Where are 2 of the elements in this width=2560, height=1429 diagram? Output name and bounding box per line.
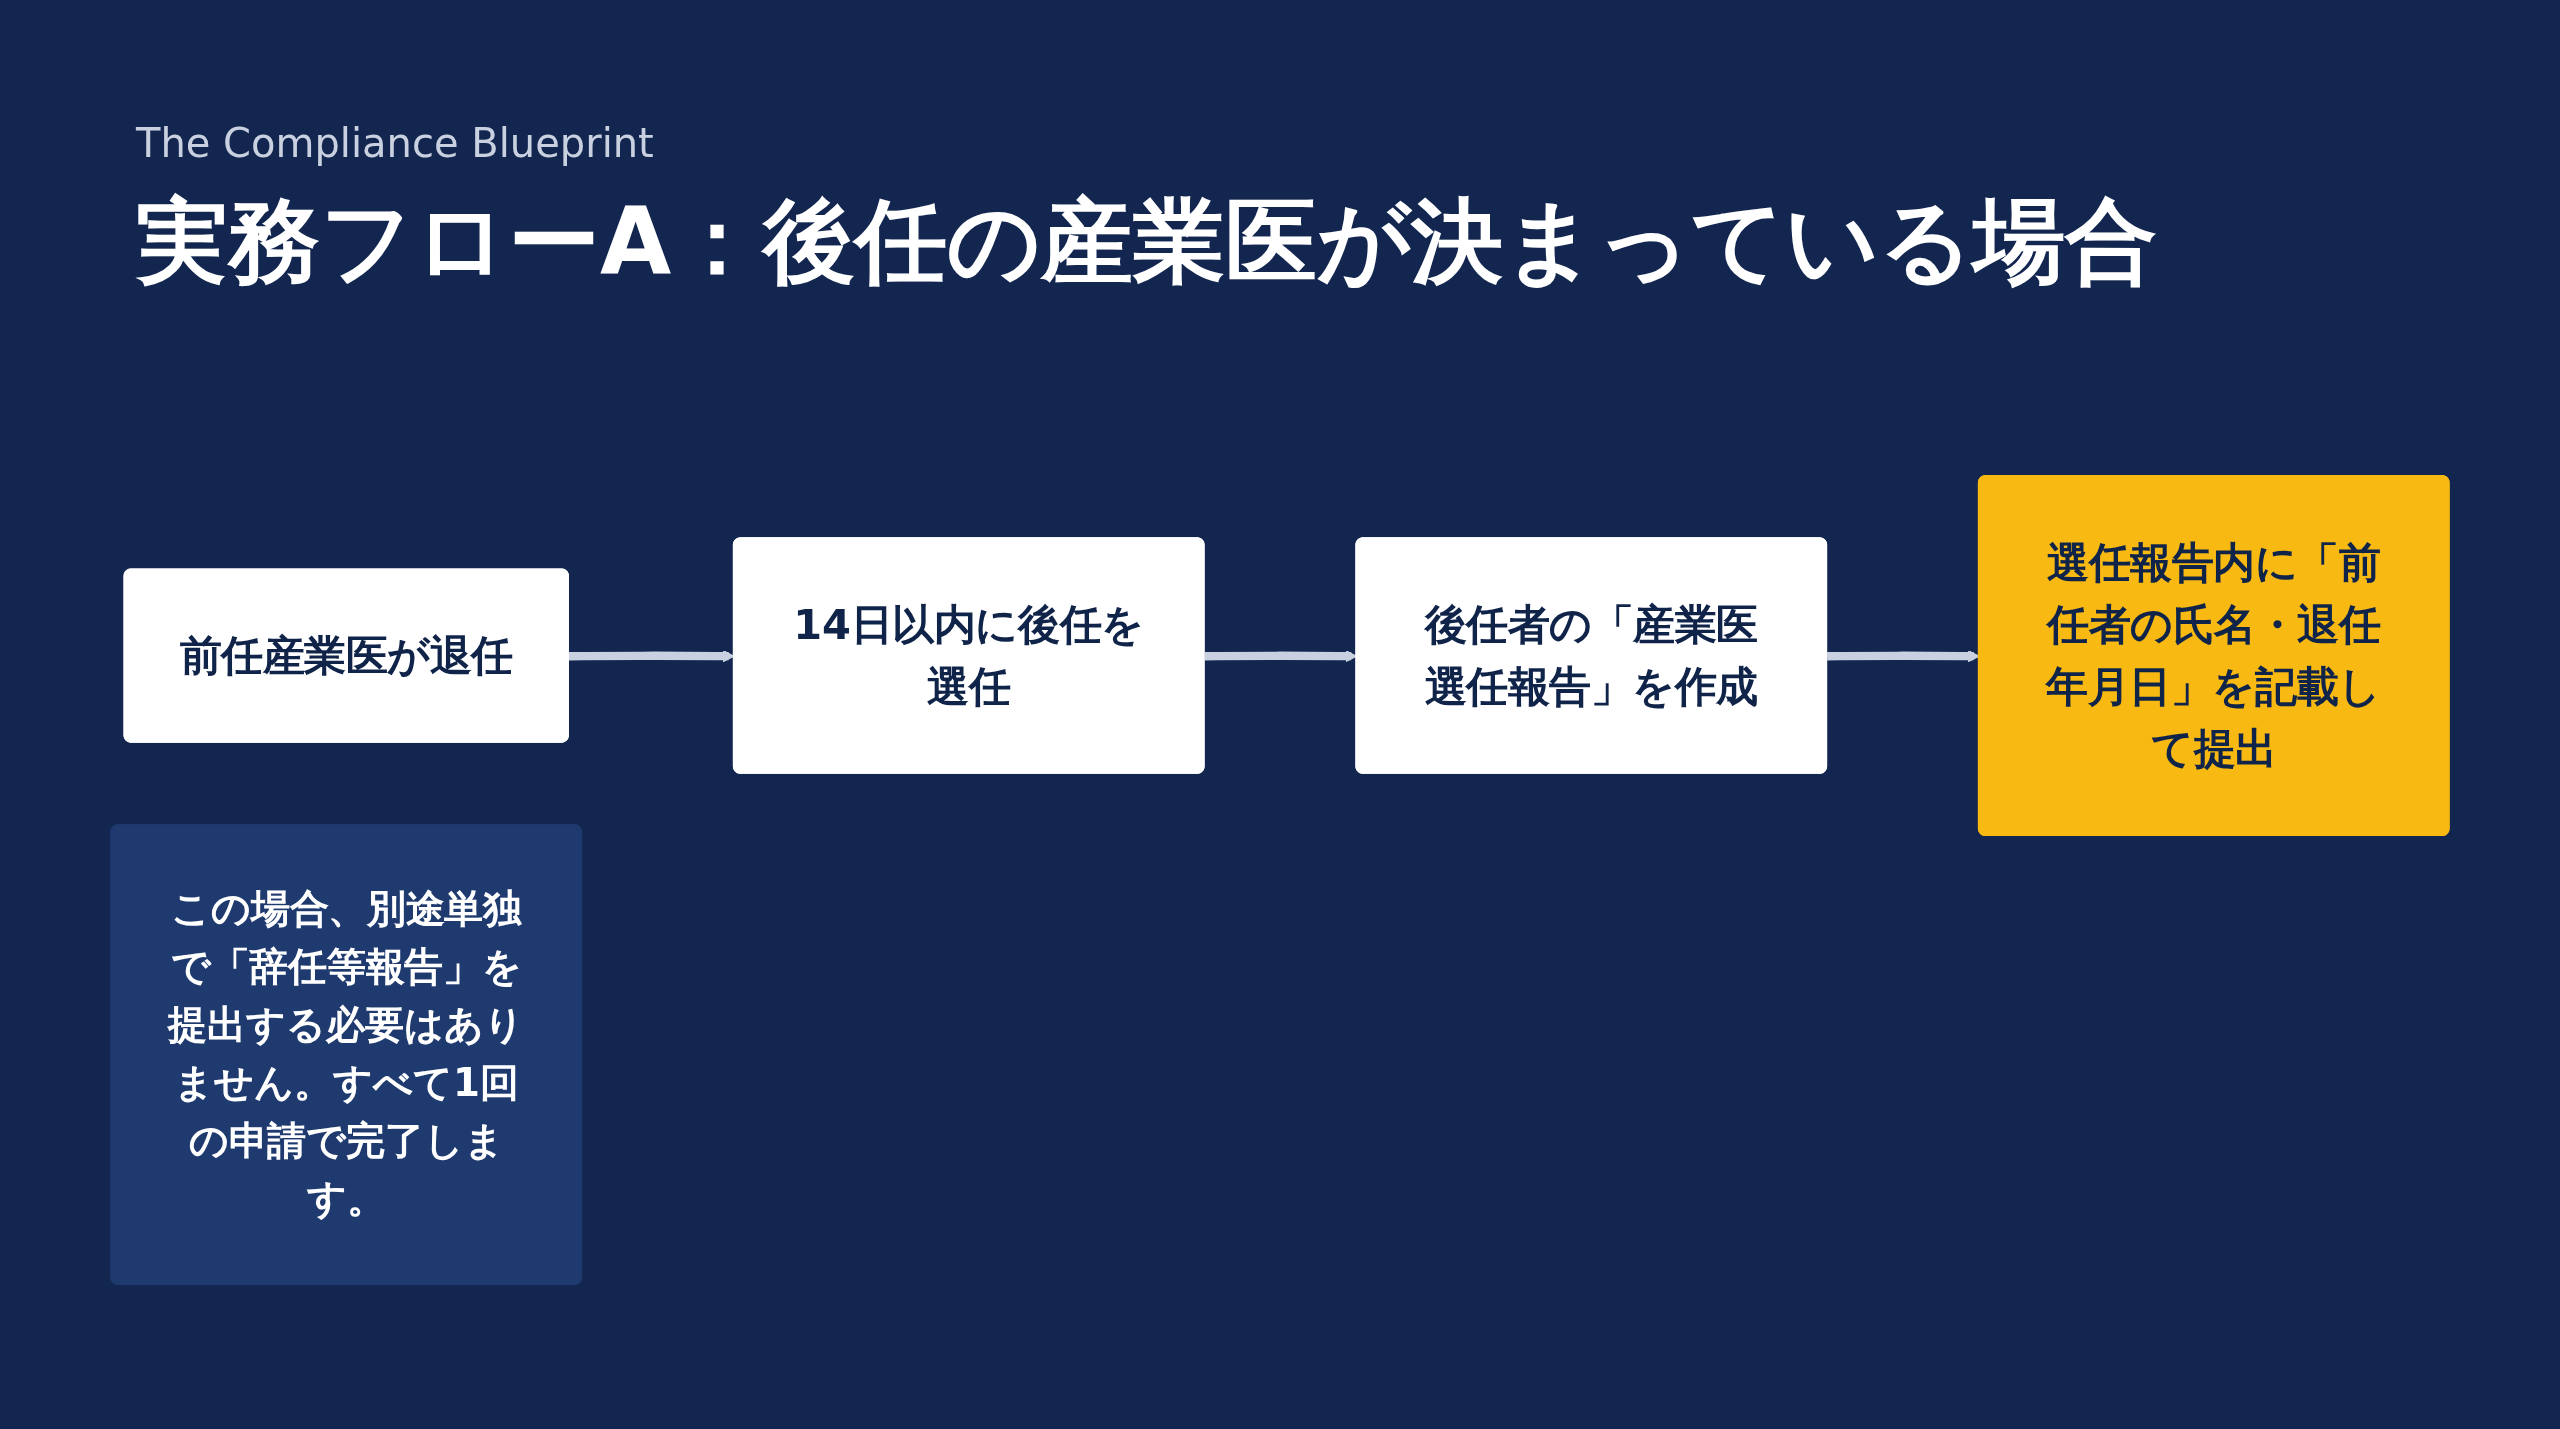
title: 実務フローA：後任の産業医が決まっている場合	[136, 187, 2158, 297]
subtitle: The Compliance Blueprint	[136, 120, 654, 166]
